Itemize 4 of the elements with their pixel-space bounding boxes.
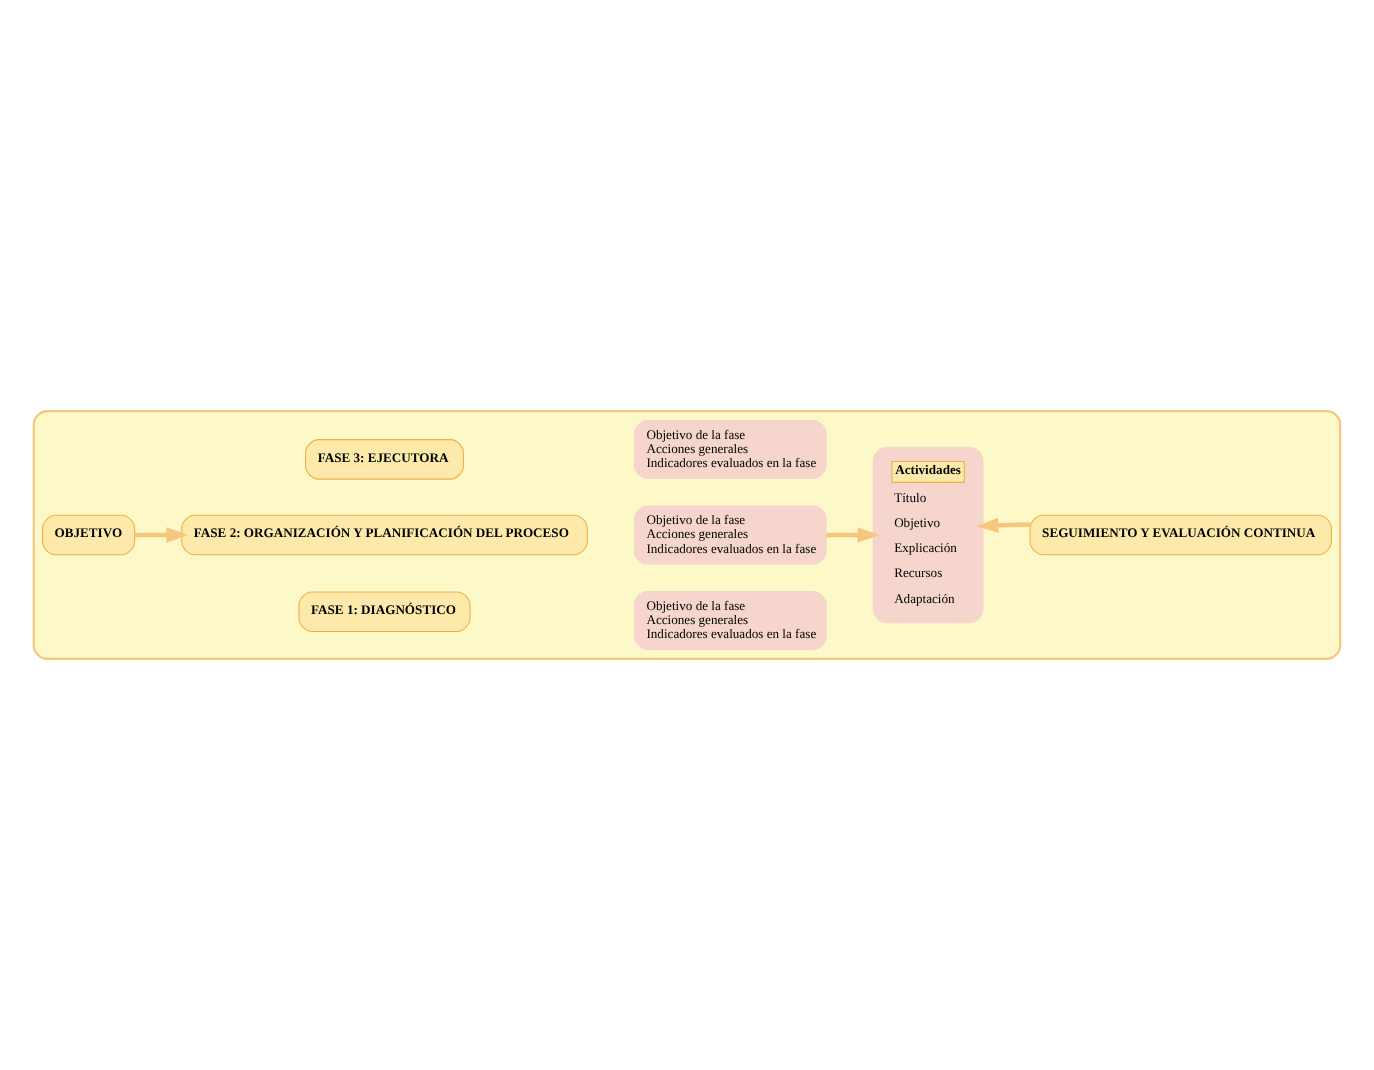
arrow xyxy=(826,527,880,543)
arrow xyxy=(134,527,189,543)
cluster xyxy=(32,410,1342,660)
arrow xyxy=(976,517,1030,533)
